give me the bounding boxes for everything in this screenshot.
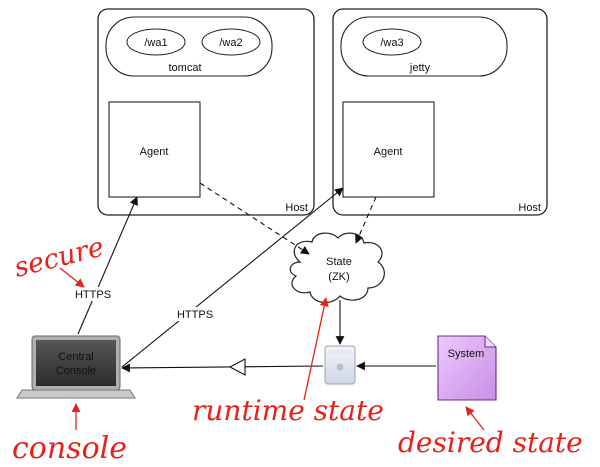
agent-2-label: Agent (374, 146, 403, 158)
https-edge-right (121, 187, 344, 368)
laptop-screen (36, 340, 116, 386)
host-1: /wa1 /wa2 tomcat Agent Host (97, 8, 315, 216)
secure-pointer (59, 267, 85, 288)
desired-state-pointer (465, 406, 485, 431)
jetty-label: jetty (409, 62, 431, 74)
central-console-laptop: Central Console (16, 335, 136, 399)
app-wa1-label: /wa1 (144, 37, 167, 49)
system-document: System (437, 335, 497, 401)
host-1-label: Host (285, 202, 308, 214)
app-wa2 (201, 28, 261, 56)
host-2-label: Host (518, 202, 541, 214)
https-right-bg (174, 307, 216, 321)
zk-label: (ZK) (328, 271, 349, 283)
app-wa1 (126, 28, 186, 56)
app-wa2-label: /wa2 (219, 37, 242, 49)
runtime-state-pointer (303, 297, 329, 401)
secure-annotation: secure (11, 232, 107, 284)
apple-logo-icon (336, 363, 344, 371)
triangle-icon (228, 358, 246, 376)
tower-to-console-edge (121, 363, 324, 373)
agent1-to-state-edge (199, 182, 310, 255)
runtime-state-annotation: runtime state (192, 394, 384, 427)
agent-2-box (342, 101, 435, 198)
system-label: System (448, 348, 485, 360)
state-zk-cloud: State (ZK) (289, 232, 385, 303)
tomcat-label: tomcat (168, 62, 201, 74)
console-annotation: console (12, 431, 127, 466)
server-tower (324, 345, 356, 385)
agent-1-box (108, 101, 201, 198)
console-line1: Central (58, 351, 93, 363)
host-2: /wa3 jetty Agent Host (332, 8, 548, 216)
app-wa3 (362, 28, 422, 56)
https-left-label: HTTPS (75, 289, 111, 301)
laptop-base (16, 389, 136, 399)
app-wa3-label: /wa3 (380, 37, 403, 49)
state-label: State (326, 256, 352, 268)
console-line2: Console (56, 365, 96, 377)
desired-state-annotation: desired state (398, 426, 583, 459)
https-edge-left (77, 196, 138, 335)
agent-1-label: Agent (140, 146, 169, 158)
https-right-label: HTTPS (177, 309, 213, 321)
https-left-bg (72, 287, 114, 301)
